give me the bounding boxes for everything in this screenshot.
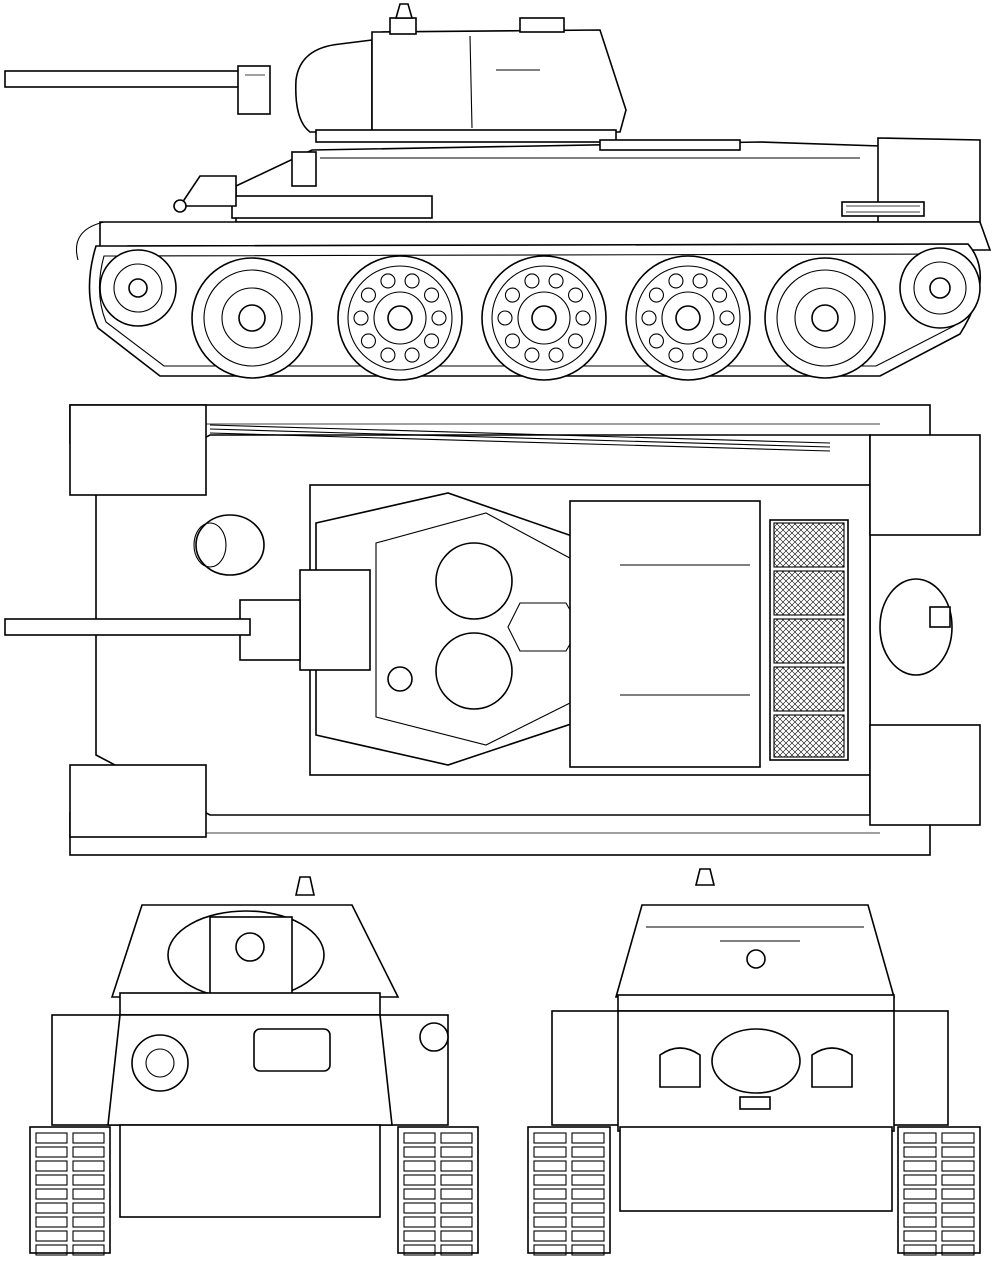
upper-hull [173, 137, 981, 223]
side-view [4, 3, 992, 381]
turret-top [315, 492, 621, 766]
wheel-lightening-holes [353, 273, 735, 363]
front-turret [110, 876, 400, 1016]
gun-barrel [4, 65, 271, 115]
idler-wheel [899, 247, 981, 329]
right-track-fender [69, 812, 931, 856]
gun-barrel-top [4, 618, 251, 636]
rear-view [527, 868, 981, 1256]
engine-deck [569, 500, 849, 768]
hatch-right [435, 632, 513, 710]
rear-left-track [527, 1126, 611, 1256]
front-right-track [397, 1126, 479, 1256]
driver-hatch [193, 514, 265, 576]
road-wheel-3 [481, 255, 607, 381]
tow-cable [209, 424, 831, 452]
rear-turret [614, 868, 896, 1014]
front-view [29, 876, 479, 1256]
road-wheel-5 [764, 257, 886, 379]
road-wheel-2 [337, 255, 463, 381]
hatch-left [435, 542, 513, 620]
rear-hull [551, 1010, 949, 1212]
road-wheel-1 [191, 257, 313, 379]
top-view [4, 404, 981, 856]
drive-sprocket [99, 249, 177, 327]
front-hull [51, 1014, 449, 1218]
turret [294, 3, 627, 143]
rear-plate [869, 434, 981, 826]
front-left-track [29, 1126, 111, 1256]
rear-right-track [897, 1126, 981, 1256]
road-wheel-4 [625, 255, 751, 381]
